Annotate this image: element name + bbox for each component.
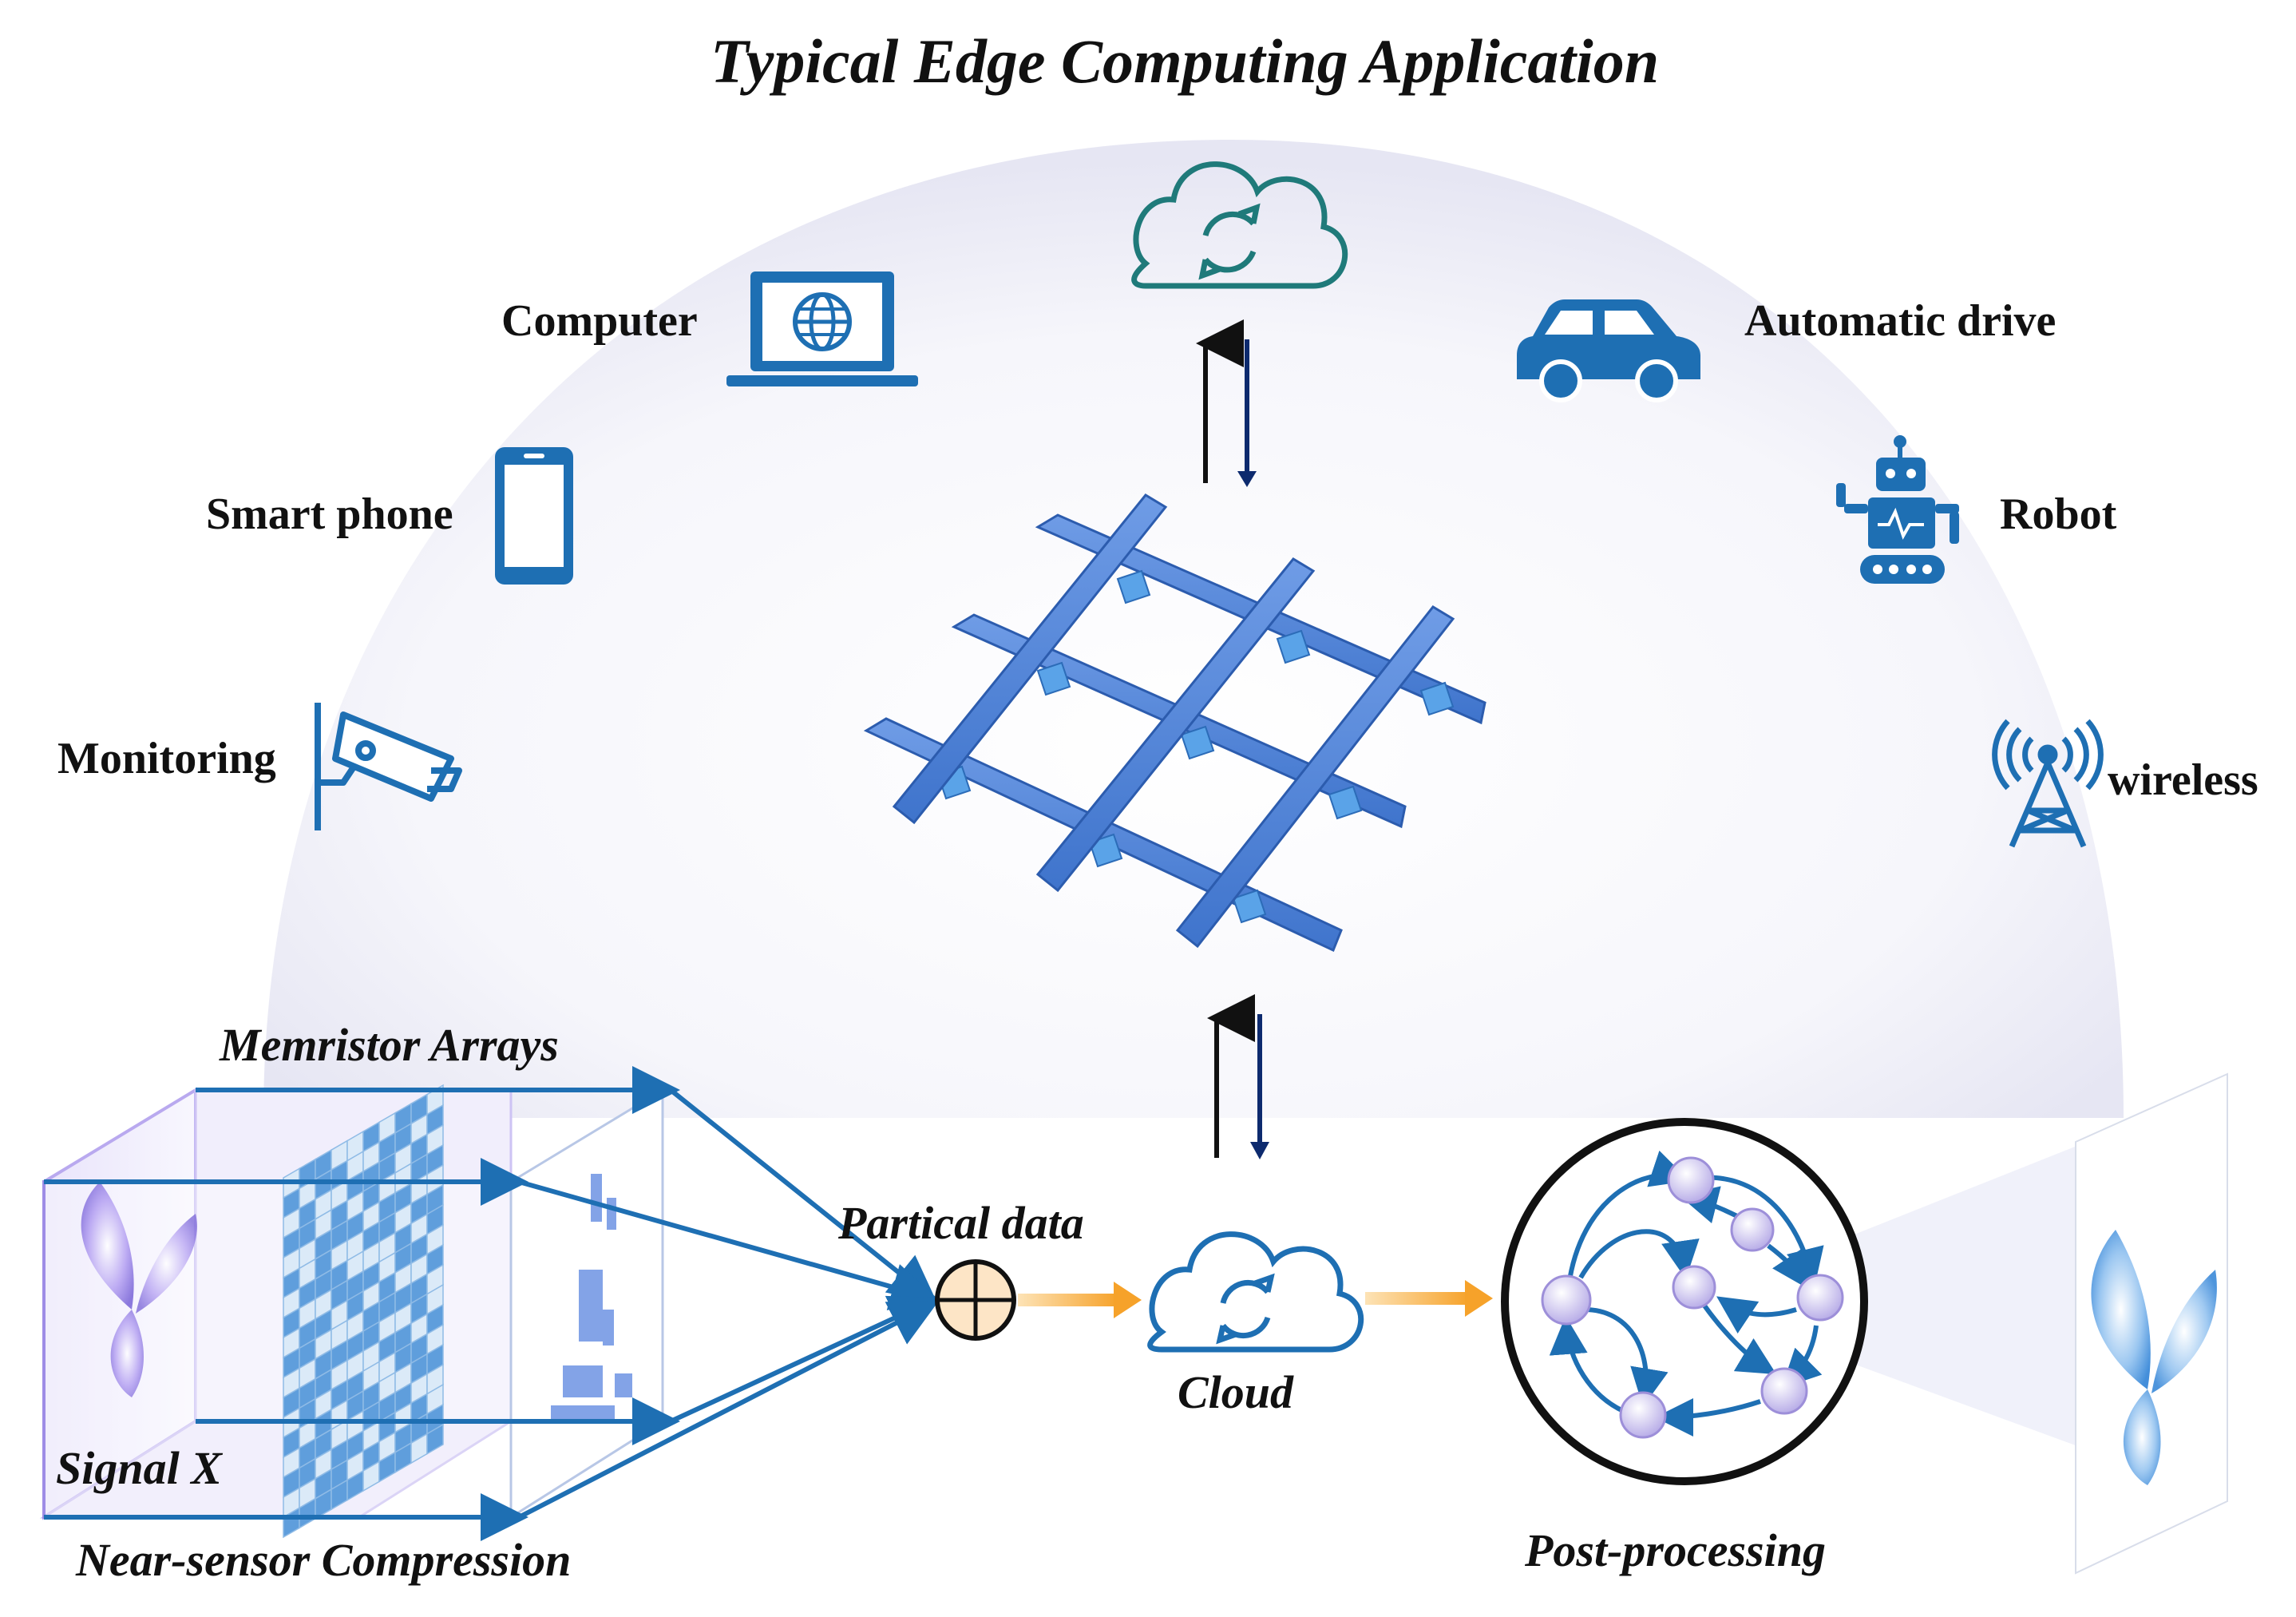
smartphone-icon (495, 447, 573, 585)
near-sensor-compression-block (39, 1066, 940, 1541)
laptop-icon (726, 271, 918, 386)
label-cloud: Cloud (1178, 1366, 1294, 1418)
post-processing-graph (1501, 1072, 2228, 1575)
butterfly-signal-image (81, 1182, 197, 1397)
robot-icon (1836, 435, 1959, 584)
surveillance-camera-icon (315, 703, 462, 830)
top-bidirectional-arrows (1196, 319, 1257, 487)
bottom-bidirectional-arrows (1207, 994, 1269, 1159)
page-title: Typical Edge Computing Application (711, 26, 1660, 96)
label-automatic-drive: Automatic drive (1744, 296, 2057, 346)
butterfly-output-image (2091, 1230, 2217, 1485)
label-post-processing: Post-processing (1525, 1524, 1826, 1576)
label-smart-phone: Smart phone (206, 489, 453, 539)
compressed-signal-fragments (551, 1174, 632, 1421)
memristor-matrix-grid (283, 1084, 444, 1539)
summation-node (935, 1259, 1016, 1341)
matrix-cell (426, 1423, 444, 1455)
label-near-sensor-compression: Near-sensor Compression (76, 1534, 572, 1586)
label-wireless: wireless (2108, 755, 2258, 805)
label-memristor-arrays: Memristor Arrays (220, 1019, 559, 1071)
orange-flow-arrow-1 (1018, 1282, 1142, 1318)
label-robot: Robot (2000, 489, 2117, 539)
cloud-icon-bottom (1147, 1231, 1364, 1353)
cloud-icon-top (1131, 161, 1348, 289)
label-signal-x: Signal X (56, 1442, 222, 1494)
memristor-crossbar-array (863, 493, 1486, 953)
orange-flow-arrow-2 (1365, 1280, 1493, 1317)
label-partial-data: Partical data (838, 1197, 1084, 1249)
wireless-tower-icon (1992, 719, 2104, 848)
car-icon (1517, 299, 1700, 402)
label-monitoring: Monitoring (57, 734, 276, 783)
label-computer: Computer (501, 296, 698, 346)
